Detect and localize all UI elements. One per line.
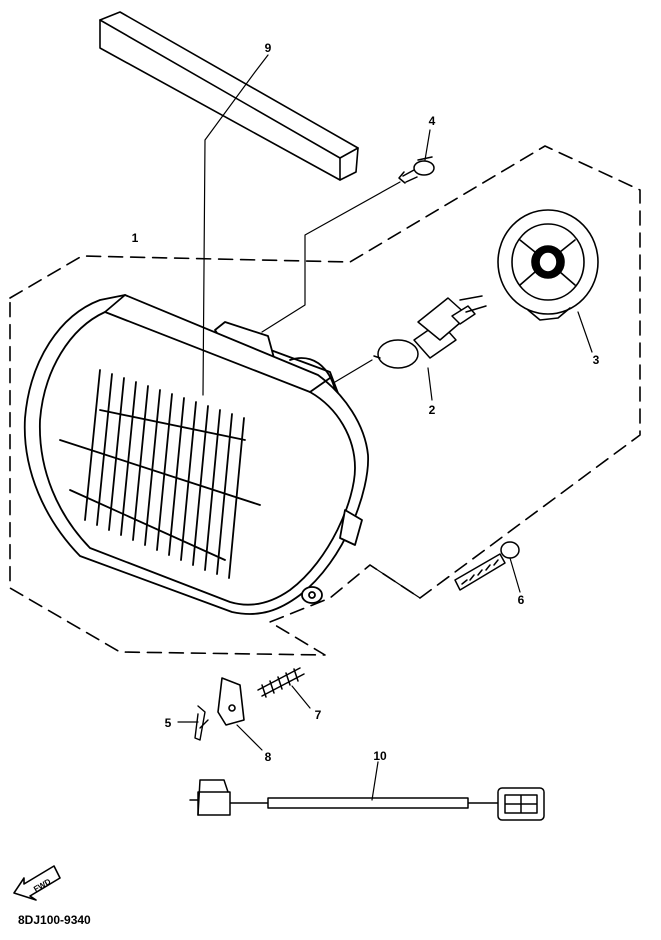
- diagram-code: 8DJ100-9340: [18, 913, 91, 927]
- headlight-unit: [23, 294, 369, 615]
- forward-arrow-icon: FWD: [13, 865, 61, 901]
- socket-cover: [497, 209, 599, 321]
- spring: [257, 667, 305, 698]
- callout-2: 2: [429, 403, 436, 417]
- leader-lines: [177, 54, 593, 801]
- callout-7: 7: [315, 708, 322, 722]
- callout-4: 4: [429, 114, 436, 128]
- callout-10: 10: [373, 749, 387, 763]
- callout-9: 9: [265, 41, 272, 55]
- callout-8: 8: [265, 750, 272, 764]
- callout-3: 3: [593, 353, 600, 367]
- callout-1: 1: [132, 231, 139, 245]
- clip-pin: [194, 705, 209, 741]
- callout-5: 5: [165, 716, 172, 730]
- halogen-bulb: [373, 295, 487, 369]
- callout-6: 6: [518, 593, 525, 607]
- nut-clip: [217, 677, 245, 726]
- adjusting-screw: [454, 541, 520, 591]
- wire-harness: [189, 779, 545, 821]
- visor-pad: [99, 11, 359, 181]
- screw-part: [398, 156, 435, 184]
